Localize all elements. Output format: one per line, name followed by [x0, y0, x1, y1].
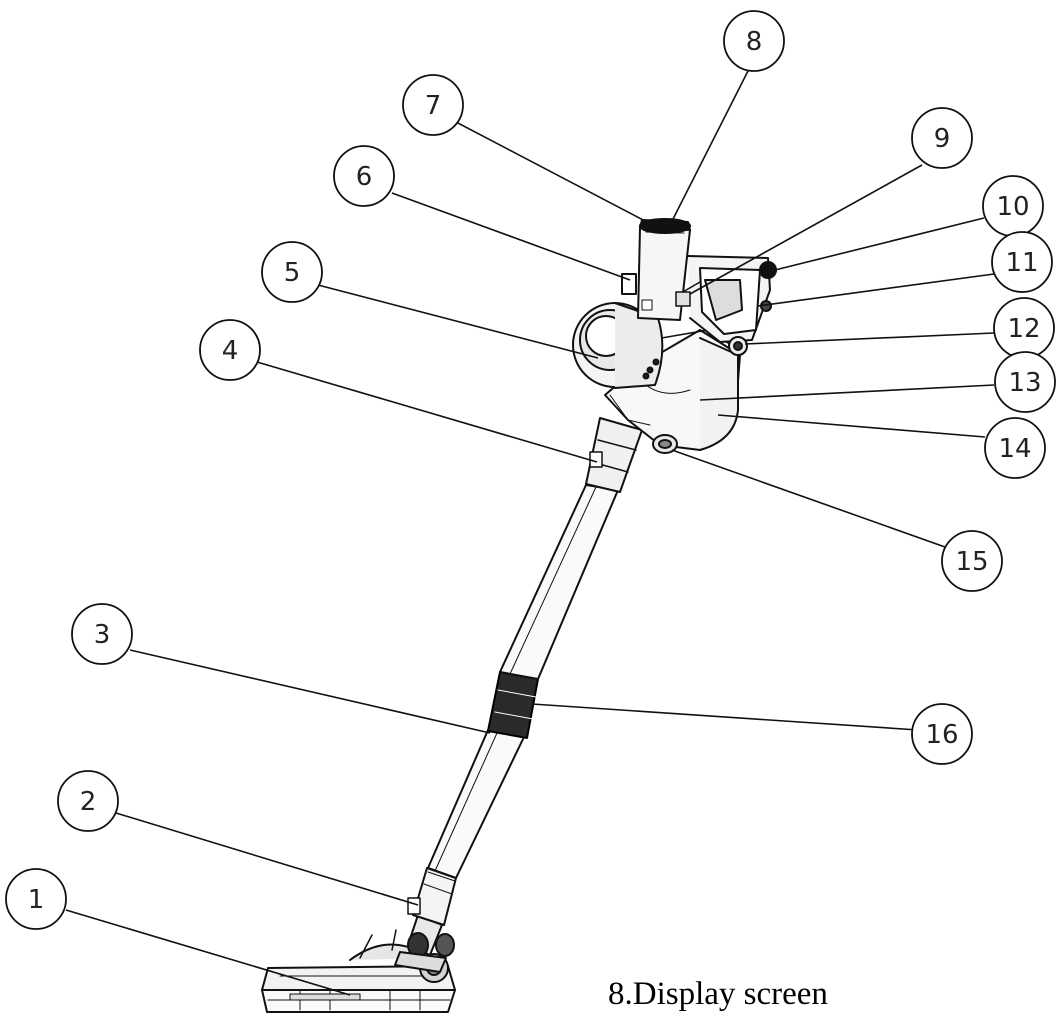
callout-14: 14: [984, 417, 1046, 479]
leader-line-13: [699, 384, 995, 401]
callout-8: 8: [723, 10, 785, 72]
handle-grip: [675, 255, 777, 356]
callout-3: 3: [71, 603, 133, 665]
callout-15-number: 15: [955, 547, 988, 577]
floor-brush-head: [261, 929, 456, 1013]
upper-tube: [499, 484, 619, 680]
callout-15: 15: [941, 530, 1003, 592]
leader-line-16: [531, 703, 919, 731]
leader-line-5: [317, 284, 599, 359]
callout-6: 6: [333, 145, 395, 207]
callout-12-number: 12: [1007, 314, 1040, 344]
leader-line-2: [115, 812, 419, 906]
tube-collar: [487, 671, 539, 739]
leader-line-11: [757, 273, 995, 307]
battery-pack: [699, 337, 739, 451]
callout-1: 1: [5, 868, 67, 930]
callout-13: 13: [994, 351, 1056, 413]
leader-line-7: [455, 121, 648, 223]
callout-16: 16: [911, 703, 973, 765]
leader-line-1: [65, 909, 351, 996]
leader-line-10: [774, 217, 985, 271]
upper-connector: [585, 417, 643, 493]
callout-4: 4: [199, 319, 261, 381]
callout-12: 12: [993, 297, 1055, 359]
cyclone-filter: [572, 302, 664, 389]
release-button: [652, 434, 678, 454]
callout-8-number: 8: [746, 27, 763, 57]
callout-1-number: 1: [28, 885, 45, 915]
callout-13-number: 13: [1008, 368, 1041, 398]
callout-11: 11: [991, 231, 1053, 293]
leader-line-3: [129, 649, 491, 734]
callout-9-number: 9: [934, 124, 951, 154]
callout-4-number: 4: [222, 336, 239, 366]
leader-line-4: [256, 361, 598, 463]
callout-6-number: 6: [356, 162, 373, 192]
leader-line-12: [744, 332, 995, 345]
lower-tube: [427, 729, 525, 879]
leader-line-14: [717, 414, 986, 438]
leader-line-8: [669, 70, 749, 226]
leader-lines: [65, 70, 995, 996]
leader-line-6: [391, 192, 631, 281]
callout-14-number: 14: [998, 434, 1031, 464]
callout-5-number: 5: [284, 258, 301, 288]
callout-3-number: 3: [94, 620, 111, 650]
callout-7-number: 7: [425, 91, 442, 121]
callout-7: 7: [402, 74, 464, 136]
callout-16-number: 16: [925, 720, 958, 750]
callout-10-number: 10: [996, 192, 1029, 222]
callout-10: 10: [982, 175, 1044, 237]
brush-neck: [394, 914, 455, 973]
callout-9: 9: [911, 107, 973, 169]
display-screen-caption: 8.Display screen: [608, 976, 828, 1012]
callout-5: 5: [261, 241, 323, 303]
callout-11-number: 11: [1005, 248, 1038, 278]
callout-2: 2: [57, 770, 119, 832]
lower-connector: [407, 867, 457, 926]
leader-line-15: [671, 449, 946, 548]
callout-2-number: 2: [80, 787, 97, 817]
leader-line-9: [689, 164, 923, 295]
handle-column: [621, 218, 691, 321]
